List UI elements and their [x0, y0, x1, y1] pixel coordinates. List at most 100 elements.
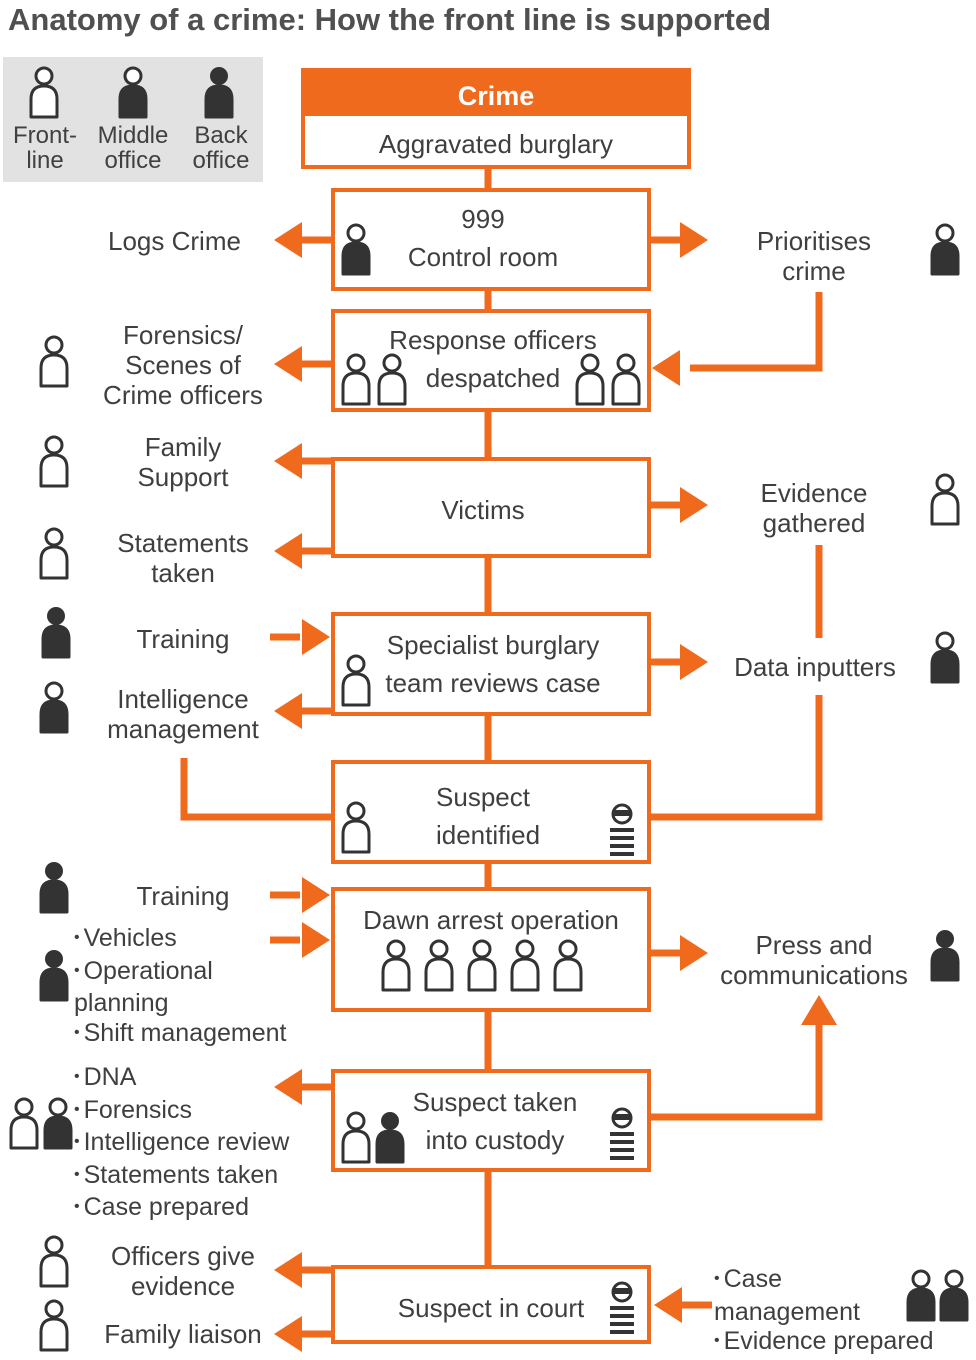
family-support-label: Family Support [137, 432, 229, 492]
arrow-data-inputters [680, 644, 708, 680]
training2-back-office-icon [39, 860, 69, 914]
arrow-intelligence [274, 693, 302, 729]
family-support-front-line-icon [39, 435, 69, 488]
list-item: Operational planning [74, 957, 287, 1019]
intelligence-connector [180, 758, 332, 821]
arrow-training2-in [302, 877, 330, 913]
logs-crime-label: Logs Crime [108, 226, 241, 256]
control-room-line1: 999 [461, 204, 505, 234]
step-court: Suspect in court [331, 1265, 651, 1344]
statements-front-line-icon [39, 527, 69, 580]
suspect-icon [608, 803, 636, 858]
arrow-vehicles-in [302, 922, 330, 958]
forensics-label: Forensics/ Scenes of Crime officers [103, 320, 263, 410]
legend-back-office-icon [204, 65, 234, 119]
forensics-front-line-icon [39, 335, 69, 388]
custody-front-line-icon [341, 1111, 371, 1164]
legend-front-line-icon [29, 66, 59, 119]
list-item: Vehicles [74, 924, 287, 957]
custody-support-middle-office-icon [43, 1097, 73, 1150]
arrow-press [680, 935, 708, 971]
evidence-label: Evidence gathered [760, 478, 868, 538]
legend-middle-office-label: Middle office [97, 122, 169, 174]
step-victims: Victims [331, 457, 651, 558]
arrow-training-in [302, 619, 330, 655]
statements-label: Statements taken [117, 528, 249, 588]
dawn-support-list: Vehicles Operational planning Shift mana… [74, 924, 287, 1051]
data-inputters-label: Data inputters [734, 652, 896, 682]
dawn-front-line-icon [510, 939, 540, 992]
control-room-line2: Control room [407, 242, 559, 272]
custody-press-connector [650, 1025, 823, 1121]
press-label: Press and communications [720, 930, 908, 990]
legend-back-office-label: Back office [192, 122, 250, 174]
step-control-room: 999 Control room [331, 188, 651, 291]
list-item: Intelligence review [74, 1128, 290, 1161]
arrow-family-support [274, 443, 302, 479]
arrow-statements [274, 533, 302, 569]
response-line1: Response officers [389, 325, 597, 355]
step-specialist-team: Specialist burglary team reviews case [331, 612, 651, 716]
dawn-support-back-office-icon [39, 948, 69, 1002]
custody-support-front-line-icon [9, 1097, 39, 1150]
evidence-front-line-icon [930, 473, 960, 526]
response-front-line-icon [341, 353, 371, 406]
arrow-officers-evidence [274, 1252, 302, 1288]
legend-front-line-label: Front- line [12, 122, 77, 174]
response-line2: despatched [425, 363, 561, 393]
prioritises-label: Prioritises crime [756, 226, 872, 286]
response-front-line-icon [575, 353, 605, 406]
response-front-line-icon [611, 353, 641, 406]
specialist-line2: team reviews case [385, 668, 601, 698]
victims-label: Victims [441, 495, 525, 525]
crime-heading: Crime [301, 68, 691, 116]
list-item: Statements taken [74, 1161, 289, 1194]
data-connector [650, 695, 823, 821]
training-label: Training [136, 624, 230, 654]
dawn-front-line-icon [381, 939, 411, 992]
list-item: DNA [74, 1063, 289, 1096]
court-support-middle-office-icon [939, 1269, 969, 1322]
intelligence-label: Intelligence management [107, 684, 259, 744]
court-support-middle-office-icon [906, 1269, 936, 1322]
list-item: Forensics [74, 1096, 289, 1129]
legend-middle-office-icon [118, 66, 148, 119]
custody-line1: Suspect taken [412, 1087, 578, 1117]
specialist-line1: Specialist burglary [386, 630, 600, 660]
control-room-middle-office-icon [341, 223, 371, 276]
arrow-logs-crime [274, 222, 302, 258]
training2-label: Training [136, 881, 230, 911]
dawn-arrest-label: Dawn arrest operation [363, 905, 619, 935]
data-inputters-middle-office-icon [930, 631, 960, 684]
suspect-identified-front-line-icon [341, 801, 371, 854]
custody-back-office-icon [375, 1110, 405, 1164]
arrow-court-support [654, 1287, 682, 1323]
dawn-front-line-icon [467, 939, 497, 992]
step-suspect-identified: Suspect identified [331, 760, 651, 864]
custody-support-list: DNA Forensics Intelligence review Statem… [74, 1063, 290, 1226]
arrow-family-liaison [274, 1316, 302, 1352]
specialist-front-line-icon [341, 654, 371, 707]
list-item: Case management [714, 1265, 933, 1327]
training-back-office-icon [41, 605, 71, 659]
dawn-front-line-icon [424, 939, 454, 992]
arrow-forensics [274, 346, 302, 382]
family-liaison-front-line-icon [39, 1299, 69, 1352]
press-back-office-icon [930, 928, 960, 982]
suspect-identified-line2: identified [435, 820, 541, 850]
arrow-evidence [680, 487, 708, 523]
family-liaison-label: Family liaison [104, 1319, 262, 1349]
custody-line2: into custody [425, 1125, 565, 1155]
arrowheads [274, 222, 837, 1352]
suspect-identified-line1: Suspect [436, 782, 530, 812]
response-front-line-icon [377, 353, 407, 406]
court-support-list: Case management Evidence prepared [714, 1265, 933, 1360]
arrow-press-up [801, 995, 837, 1025]
page-title: Anatomy of a crime: How the front line i… [8, 2, 772, 37]
intelligence-middle-office-icon [39, 681, 69, 734]
list-item: Shift management [74, 1019, 287, 1052]
officers-evidence-front-line-icon [39, 1235, 69, 1288]
officers-evidence-label: Officers give evidence [110, 1241, 255, 1301]
suspect-icon [608, 1281, 636, 1336]
